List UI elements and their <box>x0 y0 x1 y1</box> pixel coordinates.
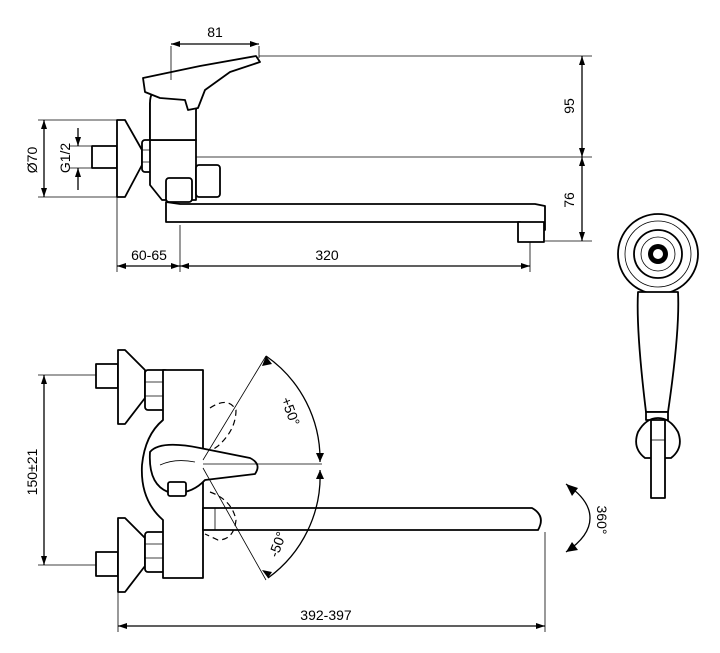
dim-lever-up-label: +50° <box>278 395 303 428</box>
side-view: 81 95 76 Ø70 G1/2 60-65 <box>24 24 592 272</box>
front-spout <box>202 507 542 531</box>
front-lower-stub <box>95 551 119 577</box>
front-upper-flange <box>117 349 146 425</box>
side-spout <box>165 201 546 231</box>
lever-up-dashed <box>204 401 237 456</box>
side-wall-stub <box>91 145 118 169</box>
side-diverter <box>195 164 221 198</box>
dim-lever-down-label: -50° <box>265 529 289 559</box>
side-lower-nut <box>165 177 193 203</box>
dim-centre-distance-label: 150±21 <box>24 448 40 495</box>
dim-rotation-label: 360° <box>594 506 610 535</box>
dim-offset-label: 60-65 <box>131 247 167 263</box>
dim-76-label: 76 <box>561 192 577 208</box>
front-lower-flange <box>117 517 146 593</box>
dim-spout-length-label: 320 <box>315 247 339 263</box>
side-spout-outlet <box>517 221 545 243</box>
hand-shower-icon <box>617 213 699 499</box>
dim-81-label: 81 <box>207 24 223 40</box>
lever-down-dashed <box>204 491 237 541</box>
dim-95-label: 95 <box>561 98 577 114</box>
dim-diameter-label: Ø70 <box>24 147 40 174</box>
front-view: +50° -50° 360° 150±21 392-397 <box>24 349 610 632</box>
front-upper-stub <box>95 363 119 389</box>
dim-overall-length-label: 392-397 <box>300 607 352 623</box>
dim-thread-label: G1/2 <box>57 143 73 174</box>
side-flange <box>116 119 143 198</box>
side-lever <box>142 55 261 111</box>
